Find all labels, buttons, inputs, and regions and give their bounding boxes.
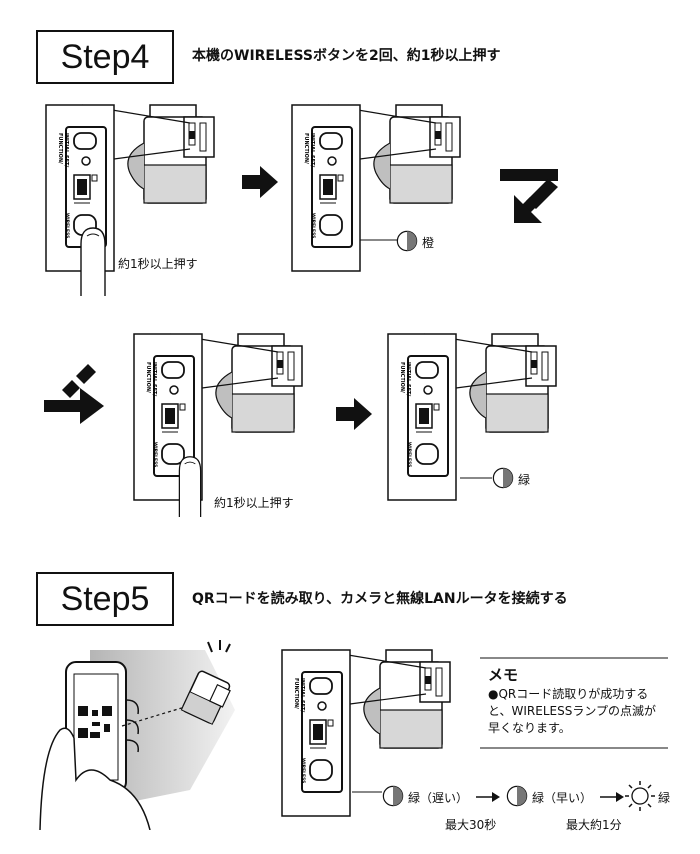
slow-label: 緑（遅い） [408, 791, 469, 805]
half-led-icon-slow [382, 785, 404, 807]
dashed-arrow-right-icon [44, 364, 104, 424]
memo-title: メモ [488, 666, 519, 684]
half-led-icon-fast [506, 785, 528, 807]
step5-badge: Step5 [36, 572, 174, 626]
fast-label: 緑（早い） [532, 791, 593, 805]
step5-label: Step5 [60, 579, 150, 618]
slow-time-label: 最大30秒 [445, 818, 497, 832]
step4-device-1 [44, 103, 244, 273]
orange-label: 橙 [422, 236, 435, 250]
dashed-arrow-down-left-icon [500, 169, 558, 223]
step4-label: Step4 [60, 37, 150, 76]
orange-led-callout [360, 239, 398, 241]
step5-title: QRコードを読み取り、カメラと無線LANルータを接続する [192, 591, 568, 607]
arrow-right-small-icon-2 [600, 792, 624, 802]
step4-badge: Step4 [36, 30, 174, 84]
final-label: 緑 [658, 791, 671, 805]
memo-frame [480, 657, 668, 749]
finger-press-1 [78, 226, 108, 296]
phone-qr-scan-illustration [39, 640, 235, 830]
arrow-right-icon-2 [336, 398, 372, 430]
step4-press-label: 約1秒以上押す [118, 257, 198, 271]
green-led-callout [460, 477, 492, 479]
step4-device-3 [132, 332, 332, 502]
step5-led-callout [352, 791, 382, 793]
half-led-icon-2 [492, 467, 514, 489]
finger-press-2 [175, 455, 205, 517]
fast-time-label: 最大約1分 [566, 818, 622, 832]
memo-text: ●QRコード読取りが成功すると、WIRELESSランプの点滅が早くなります。 [488, 687, 656, 735]
step4-title: 本機のWIRELESSボタンを2回、約1秒以上押す [192, 48, 501, 64]
led-lit-icon [625, 781, 655, 811]
arrow-right-small-icon [476, 792, 500, 802]
step4-press-label-2: 約1秒以上押す [214, 496, 294, 510]
arrow-right-icon [242, 166, 278, 198]
half-led-icon [396, 230, 418, 252]
green-label: 緑 [518, 473, 531, 487]
